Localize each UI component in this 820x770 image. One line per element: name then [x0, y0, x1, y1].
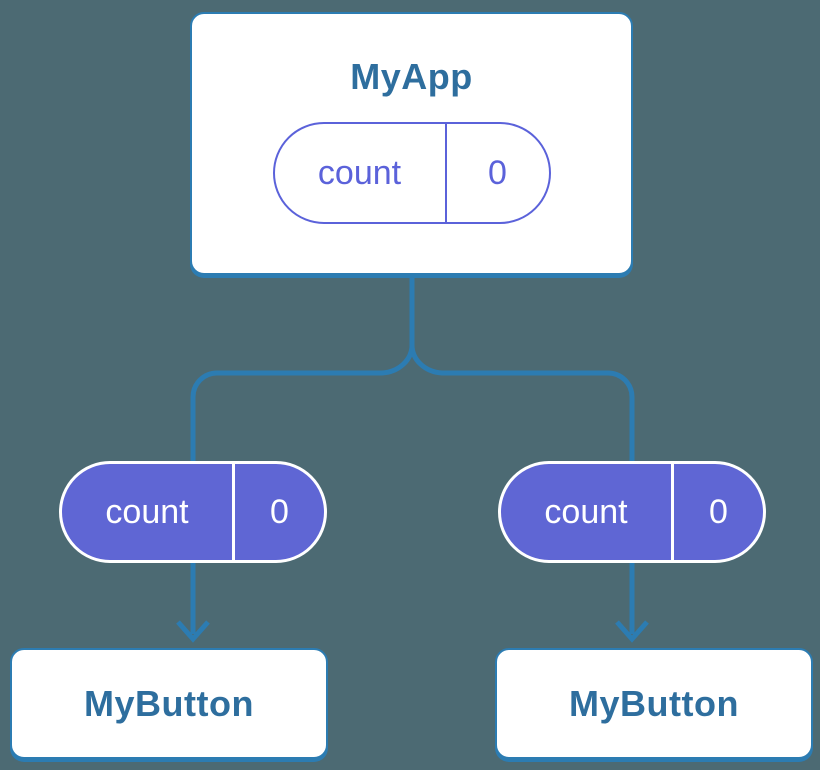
prop-name: count [105, 492, 189, 531]
arrow-down-icon-right [615, 620, 649, 643]
prop-pill-right: count 0 [498, 461, 766, 563]
state-pill: count 0 [272, 122, 551, 224]
myapp-node: MyApp count 0 [190, 12, 633, 275]
tree-branch-lines [190, 276, 635, 634]
arrow-down-icon [615, 620, 649, 643]
prop-pill-left: count 0 [59, 461, 327, 563]
branch-left-line [190, 344, 415, 634]
prop-value: 0 [270, 492, 289, 531]
state-name: count [317, 153, 402, 192]
myapp-title: MyApp [350, 56, 473, 97]
prop-name: count [544, 492, 628, 531]
pill-divider [232, 464, 235, 560]
arrow-down-icon-left [176, 620, 210, 643]
mybutton-node-right: MyButton [495, 648, 813, 759]
mybutton-title: MyButton [84, 682, 254, 724]
mybutton-title: MyButton [569, 682, 739, 724]
mybutton-node-left: MyButton [10, 648, 328, 759]
branch-right-line [409, 344, 635, 634]
pill-divider [444, 124, 447, 222]
pill-divider [671, 464, 674, 560]
arrow-down-icon [176, 620, 210, 643]
prop-value: 0 [709, 492, 728, 531]
state-value: 0 [488, 153, 507, 192]
